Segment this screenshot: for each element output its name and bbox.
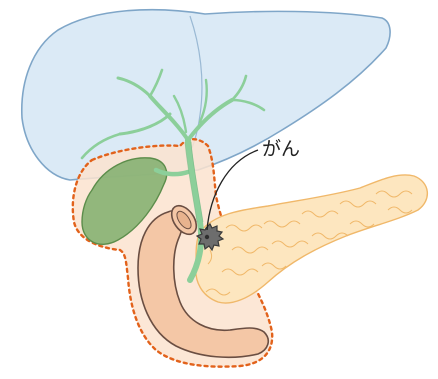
pancreas	[196, 175, 428, 303]
cancer-label: がん	[262, 138, 300, 160]
